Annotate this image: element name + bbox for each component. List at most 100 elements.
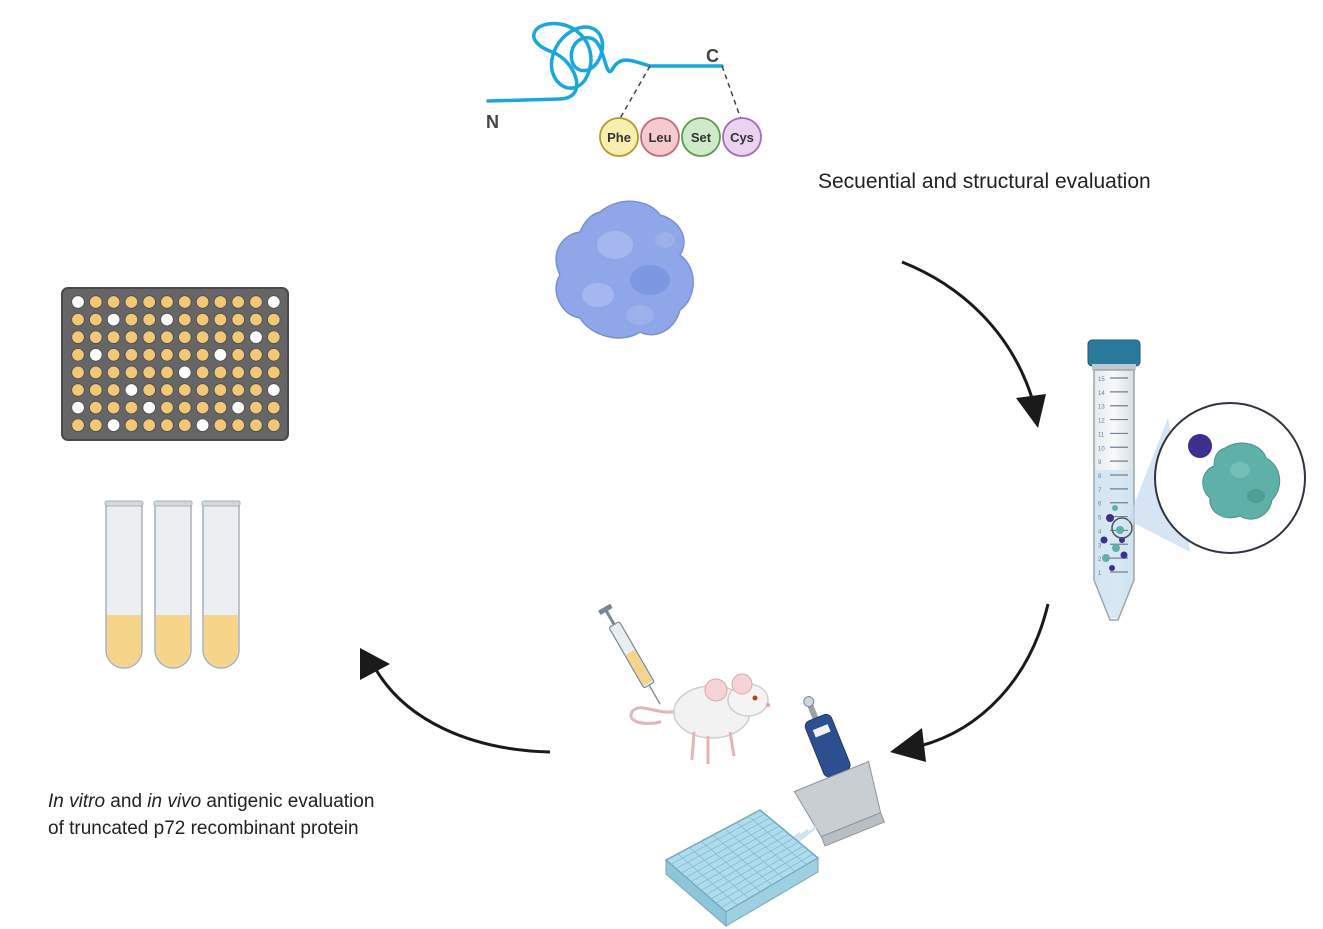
plate-grid-line bbox=[670, 813, 766, 865]
plate-grid-line bbox=[710, 845, 804, 900]
mouse-eye bbox=[752, 695, 758, 701]
plate-well bbox=[160, 330, 174, 344]
test-tube bbox=[201, 500, 241, 669]
plate-well bbox=[106, 348, 121, 362]
plate-grid-line bbox=[700, 837, 795, 891]
plate-well bbox=[267, 418, 281, 432]
n-terminus-label: N bbox=[486, 112, 499, 132]
zoom-sphere-icon bbox=[1188, 434, 1212, 458]
cycle-arrows bbox=[360, 260, 1050, 762]
tube-liquid bbox=[204, 615, 238, 667]
tube-tick-label: 12 bbox=[1098, 419, 1105, 425]
plate-well bbox=[195, 365, 210, 380]
plate-well bbox=[178, 295, 192, 309]
plate-well bbox=[213, 383, 228, 397]
polypeptide-chain-line bbox=[486, 21, 724, 103]
plate-well bbox=[89, 330, 103, 344]
plate-well bbox=[178, 383, 192, 397]
plate-well bbox=[124, 348, 139, 362]
residue-set: Set bbox=[681, 117, 721, 157]
plate-well bbox=[106, 365, 121, 380]
tube-cap bbox=[1087, 339, 1141, 367]
plate-well bbox=[213, 312, 228, 327]
plate-well bbox=[71, 365, 85, 380]
plate-well bbox=[195, 295, 210, 309]
plate-well bbox=[178, 348, 192, 362]
plate-well bbox=[142, 383, 156, 397]
plate-well bbox=[213, 365, 228, 380]
tube-tick-label: 5 bbox=[1098, 516, 1102, 522]
mouse-nose bbox=[766, 703, 770, 707]
plate-well bbox=[160, 295, 174, 309]
tube-tick-label: 1 bbox=[1098, 571, 1102, 577]
plate-well bbox=[124, 418, 139, 432]
plate-well bbox=[160, 365, 174, 380]
tube-rim bbox=[104, 500, 144, 507]
plate-well bbox=[160, 400, 174, 415]
arrow-tube-to-assay bbox=[919, 603, 1050, 748]
small-well-plate bbox=[664, 809, 820, 913]
residue-cys: Cys bbox=[722, 117, 762, 157]
mouse-ear-back bbox=[704, 678, 728, 702]
plate-well bbox=[249, 330, 263, 344]
tube-liquid bbox=[156, 615, 190, 667]
caption-structural-evaluation: Secuential and structural evaluation bbox=[818, 170, 1151, 193]
plate-well bbox=[249, 295, 263, 309]
tube-particles bbox=[1100, 505, 1128, 571]
plate-well bbox=[231, 348, 245, 362]
plate-well bbox=[106, 400, 121, 415]
caption-antigenic-evaluation: In vitro and in vivo antigenic evaluatio… bbox=[48, 788, 374, 842]
plate-well bbox=[195, 348, 210, 362]
plate-well bbox=[231, 312, 245, 327]
plate-well bbox=[231, 383, 245, 397]
tube-liquid bbox=[107, 615, 141, 667]
plate-well bbox=[267, 383, 281, 397]
plate-well bbox=[267, 400, 281, 415]
residue-circle bbox=[599, 117, 639, 157]
test-tube bbox=[104, 500, 144, 669]
tube-tick-label: 7 bbox=[1098, 488, 1102, 494]
multichannel-pipette bbox=[664, 696, 886, 928]
plate-well bbox=[178, 312, 192, 327]
plate-well bbox=[213, 348, 228, 362]
plate-grid-line bbox=[685, 825, 780, 878]
tube-tick-label: 15 bbox=[1098, 377, 1105, 383]
plate-well bbox=[249, 312, 263, 327]
residue-circle bbox=[722, 117, 762, 157]
plate-frame bbox=[61, 287, 289, 441]
tube-tick-label: 8 bbox=[1098, 474, 1102, 480]
plate-well bbox=[106, 383, 121, 397]
plate-well bbox=[124, 365, 139, 380]
pipette-handle bbox=[804, 713, 851, 778]
tube-tick-label: 6 bbox=[1098, 502, 1102, 508]
tube-rim bbox=[153, 500, 193, 507]
plate-well bbox=[213, 418, 228, 432]
plate-well bbox=[142, 418, 156, 432]
tube-tick-label: 11 bbox=[1098, 432, 1105, 438]
protein-sequence-chain: N C Phe Leu Set Cys bbox=[486, 21, 762, 157]
plate-well bbox=[178, 400, 192, 415]
residue-label: Set bbox=[691, 130, 712, 145]
plate-well bbox=[195, 400, 210, 415]
plate-well bbox=[267, 348, 281, 362]
plate-well bbox=[71, 312, 85, 327]
plate-well bbox=[160, 312, 174, 327]
residue-label: Leu bbox=[648, 130, 671, 145]
plate-well bbox=[106, 312, 121, 327]
syringe-icon bbox=[598, 603, 661, 705]
plate-grid-line bbox=[720, 853, 814, 909]
mouse-ear bbox=[731, 673, 753, 695]
plate-well bbox=[142, 330, 156, 344]
mouse-tail bbox=[629, 706, 682, 726]
plate-well bbox=[89, 295, 103, 309]
tube-tick-label: 14 bbox=[1098, 391, 1105, 397]
residue-label: Phe bbox=[607, 130, 631, 145]
plate-well bbox=[124, 330, 139, 344]
plate-well bbox=[71, 348, 85, 362]
plate-well bbox=[267, 365, 281, 380]
arrowhead-1 bbox=[1016, 394, 1046, 428]
arrowhead-2 bbox=[890, 728, 926, 762]
plate-grid-line bbox=[675, 817, 770, 870]
c-terminus-label: C bbox=[706, 46, 719, 66]
